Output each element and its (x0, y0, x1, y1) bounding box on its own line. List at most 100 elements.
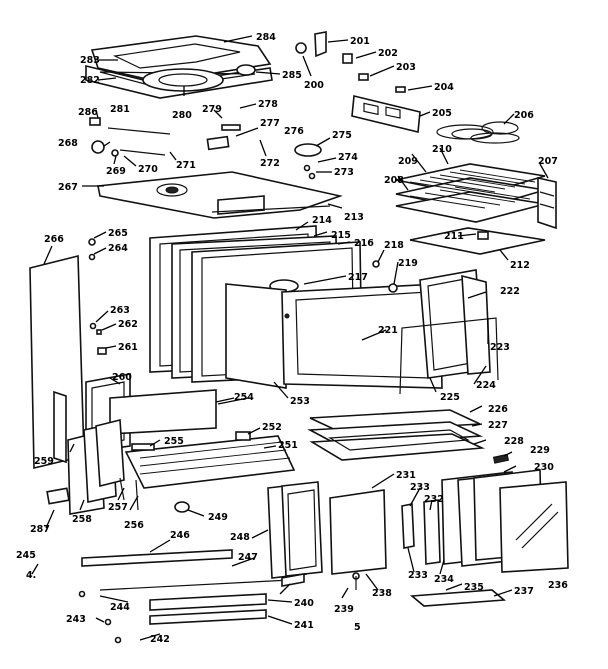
clip (358, 73, 369, 81)
label-214: 214 (312, 215, 332, 226)
label-261: 261 (118, 342, 138, 353)
heating-element (436, 121, 520, 144)
stray-mark-4: 4. (26, 570, 36, 581)
label-202: 202 (378, 48, 398, 59)
label-231: 231 (396, 470, 416, 481)
label-266: 266 (44, 234, 64, 245)
label-273: 273 (334, 167, 354, 178)
igniter-277 (206, 135, 230, 151)
label-203: 203 (396, 62, 416, 73)
label-233a: 233 (410, 482, 430, 493)
door-assembly-right (372, 260, 499, 395)
label-223: 223 (490, 342, 510, 353)
label-235: 235 (464, 582, 484, 593)
label-264: 264 (108, 243, 128, 254)
label-200: 200 (304, 80, 324, 91)
label-219: 219 (398, 258, 418, 269)
label-205: 205 (432, 108, 452, 119)
stray-mark-5: 5 (354, 622, 361, 633)
label-267: 267 (58, 182, 78, 193)
label-244: 244 (110, 602, 130, 613)
label-216: 216 (354, 238, 374, 249)
label-281: 281 (110, 104, 130, 115)
label-233b: 233 (408, 570, 428, 581)
label-257: 257 (108, 502, 128, 513)
lower-door (267, 469, 569, 590)
label-215: 215 (331, 230, 351, 241)
label-245: 245 (16, 550, 36, 561)
label-207: 207 (538, 156, 558, 167)
bottom-tray (124, 435, 296, 489)
outer-door-glass (499, 481, 569, 573)
label-275: 275 (332, 130, 352, 141)
label-232: 232 (424, 494, 444, 505)
bottom-rails (78, 549, 507, 644)
top-panel (90, 35, 272, 83)
label-283: 283 (80, 55, 100, 66)
label-255: 255 (164, 436, 184, 447)
label-234: 234 (434, 574, 454, 585)
label-285: 285 (282, 70, 302, 81)
label-217: 217 (348, 272, 368, 283)
lower-cabinet (46, 373, 296, 515)
label-280: 280 (172, 110, 192, 121)
label-213: 213 (344, 212, 364, 223)
valve-268 (91, 140, 105, 154)
label-248: 248 (230, 532, 250, 543)
oven-racks (395, 163, 557, 255)
label-252: 252 (262, 422, 282, 433)
label-239: 239 (334, 604, 354, 615)
label-206: 206 (514, 110, 534, 121)
burner-275 (294, 143, 322, 157)
label-270: 270 (138, 164, 158, 175)
label-240: 240 (294, 598, 314, 609)
label-258: 258 (72, 514, 92, 525)
label-282: 282 (80, 75, 100, 86)
label-278: 278 (258, 99, 278, 110)
label-251: 251 (278, 440, 298, 451)
label-256: 256 (124, 520, 144, 531)
label-212: 212 (510, 260, 530, 271)
label-265: 265 (108, 228, 128, 239)
small-clip (395, 86, 406, 93)
label-247: 247 (238, 552, 258, 563)
label-287: 287 (30, 524, 50, 535)
burner-bowl (142, 68, 224, 92)
label-222: 222 (500, 286, 520, 297)
glass-panel (225, 283, 287, 389)
label-227: 227 (488, 420, 508, 431)
label-259: 259 (34, 456, 54, 467)
part-labels: 284 283 282 285 200 201 202 203 204 205 … (16, 32, 568, 645)
label-237: 237 (514, 586, 534, 597)
label-271: 271 (176, 160, 196, 171)
label-221: 221 (378, 325, 398, 336)
label-228: 228 (504, 436, 524, 447)
label-276: 276 (284, 126, 304, 137)
label-218: 218 (384, 240, 404, 251)
leader-lines (31, 35, 549, 641)
label-243: 243 (66, 614, 86, 625)
label-274: 274 (338, 152, 358, 163)
label-269: 269 (106, 166, 126, 177)
switch-block (342, 53, 353, 64)
label-211: 211 (444, 231, 464, 242)
label-263: 263 (110, 305, 130, 316)
label-229: 229 (530, 445, 550, 456)
label-246: 246 (170, 530, 190, 541)
burner-cap (236, 64, 256, 76)
drawer-assembly (307, 409, 510, 464)
label-230: 230 (534, 462, 554, 473)
label-272: 272 (260, 158, 280, 169)
knob-bracket (314, 31, 327, 58)
bracket-286 (89, 117, 101, 126)
label-201: 201 (350, 36, 370, 47)
label-254: 254 (234, 392, 254, 403)
label-253: 253 (290, 396, 310, 407)
label-204: 204 (434, 82, 454, 93)
label-210: 210 (432, 144, 452, 155)
cabinet-frames (149, 225, 443, 389)
label-225: 225 (440, 392, 460, 403)
label-241: 241 (294, 620, 314, 631)
label-277: 277 (260, 118, 280, 129)
label-208: 208 (384, 175, 404, 186)
